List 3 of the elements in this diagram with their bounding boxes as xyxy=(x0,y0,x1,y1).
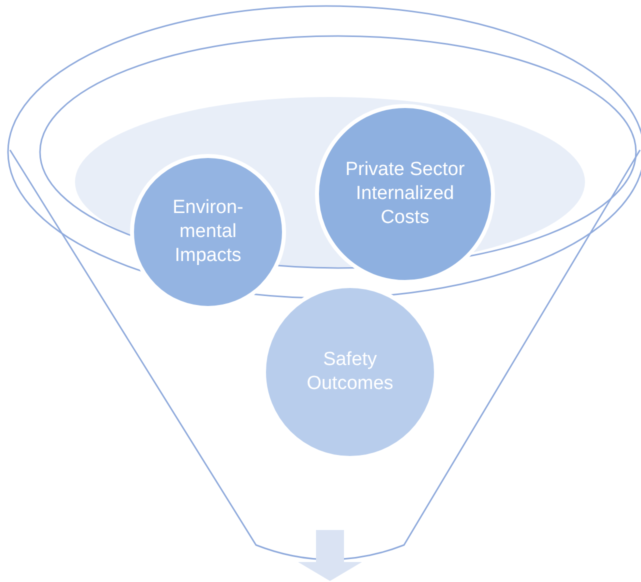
circle-label: Safety Outcomes xyxy=(306,348,394,396)
circle-label: Environ-mental Impacts xyxy=(172,196,244,268)
circle-label: Private Sector Internalized Costs xyxy=(344,158,466,230)
